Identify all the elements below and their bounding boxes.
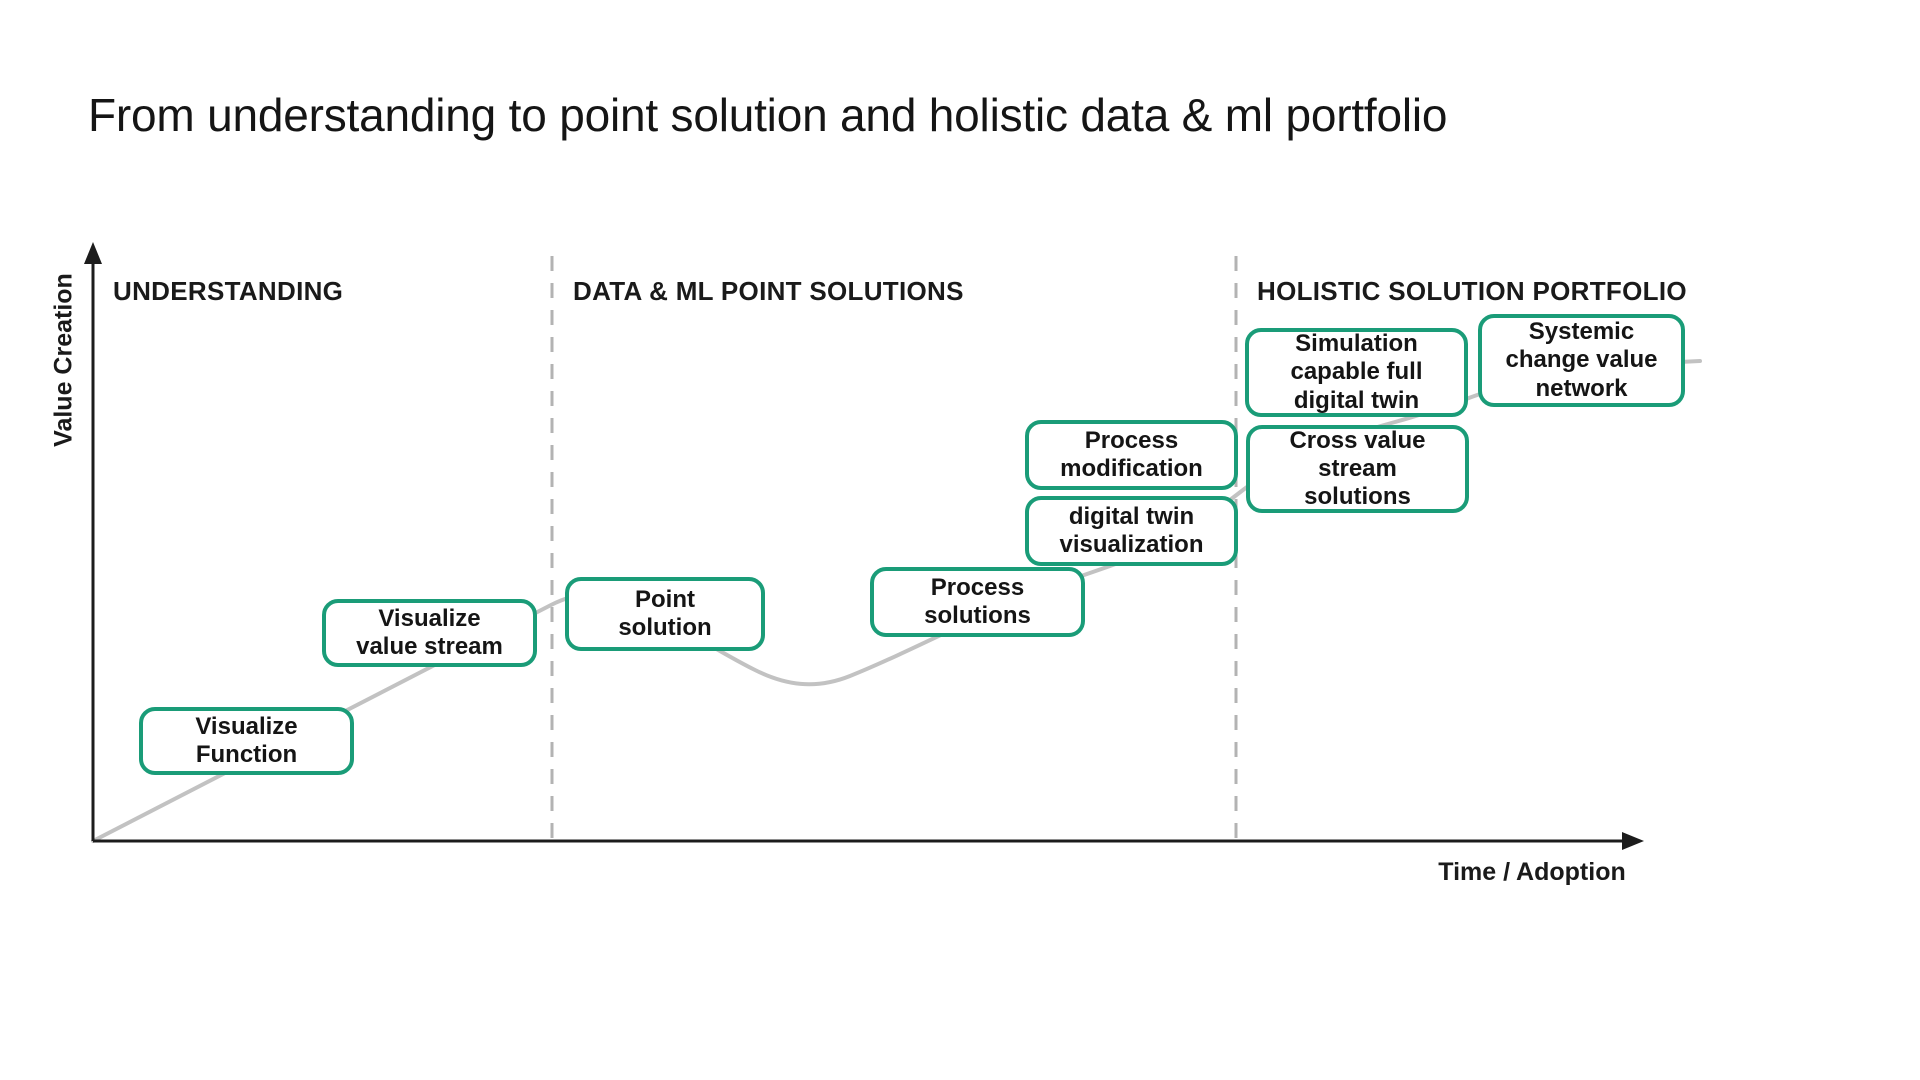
- node-simulation-capable-full-digital-twin: Simulation capable full digital twin: [1245, 328, 1468, 417]
- x-axis-label: Time / Adoption: [1438, 858, 1626, 886]
- node-label-line: Visualize: [378, 604, 481, 632]
- node-label-line: value stream: [356, 633, 503, 660]
- node-label-line: change value: [1505, 346, 1658, 374]
- node-process-solutions: Process solutions: [870, 567, 1085, 637]
- node-point-solution: Point solution: [565, 577, 765, 651]
- node-label-line: solutions: [924, 602, 1031, 629]
- node-label-line: Cross value: [1289, 426, 1426, 454]
- node-visualize-function: Visualize Function: [139, 707, 354, 775]
- node-digital-twin-visualization: digital twin visualization: [1025, 496, 1238, 566]
- node-systemic-change-value-network: Systemic change value network: [1478, 314, 1685, 407]
- node-label-line: solution: [618, 614, 712, 641]
- node-cross-value-stream-solutions: Cross value stream solutions: [1246, 425, 1469, 513]
- node-label-line: modification: [1060, 455, 1203, 482]
- phase-label-point-solutions: DATA & ML POINT SOLUTIONS: [573, 276, 964, 306]
- node-label-line: Visualize: [195, 712, 298, 740]
- node-label-line: network: [1535, 374, 1628, 402]
- node-label-line: Point: [635, 585, 695, 613]
- node-visualize-value-stream: Visualize value stream: [322, 599, 537, 667]
- node-label-line: digital twin: [1293, 386, 1420, 414]
- node-label-line: capable full: [1290, 358, 1423, 386]
- x-axis-arrow-icon: [1622, 832, 1644, 850]
- y-axis-label: Value Creation: [49, 273, 78, 447]
- phase-label-understanding: UNDERSTANDING: [113, 276, 344, 306]
- node-label-line: visualization: [1059, 531, 1204, 558]
- node-label-line: digital twin: [1068, 502, 1195, 530]
- node-process-modification: Process modification: [1025, 420, 1238, 490]
- node-label-line: Process: [1084, 426, 1179, 454]
- page-title: From understanding to point solution and…: [88, 89, 1448, 141]
- node-label-line: Simulation: [1295, 330, 1418, 358]
- y-axis-arrow-icon: [84, 242, 102, 264]
- node-label-line: stream: [1318, 454, 1397, 482]
- phase-label-holistic-portfolio: HOLISTIC SOLUTION PORTFOLIO: [1257, 276, 1687, 306]
- node-label-line: Process: [930, 573, 1025, 601]
- node-label-line: solutions: [1304, 483, 1411, 511]
- node-label-line: Function: [195, 741, 298, 768]
- node-label-line: Systemic: [1528, 318, 1635, 346]
